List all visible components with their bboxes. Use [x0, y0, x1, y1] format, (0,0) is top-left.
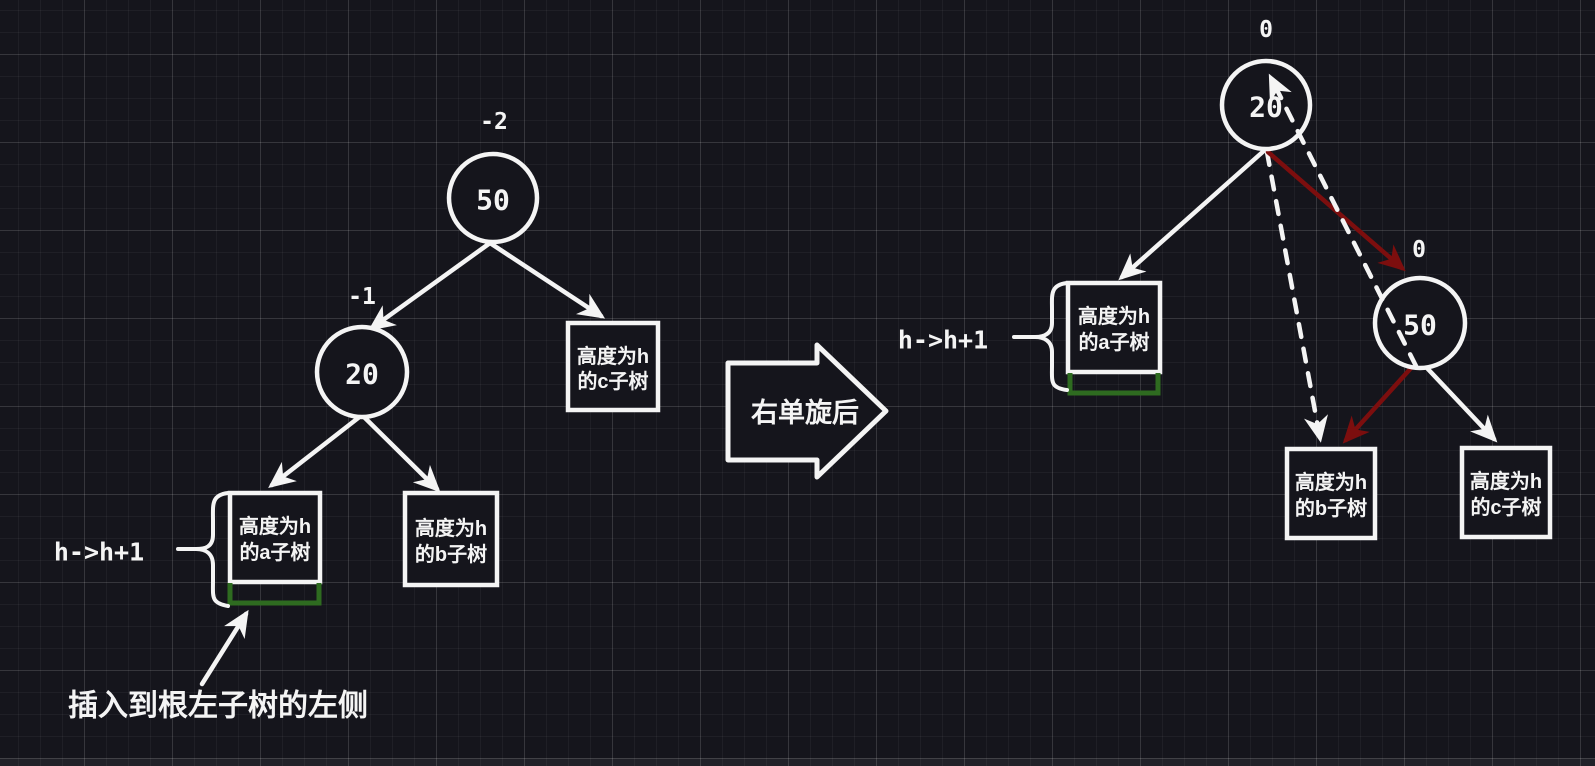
right-tree: 20 50 0 0 高度为h 的a子树 高度为h 的b子树 高度为h 的c子树 …: [898, 17, 1553, 541]
transform-arrow-label: 右单旋后: [751, 398, 859, 428]
subtree-c-after-line2: 的c子树: [1470, 495, 1541, 519]
node-circle-20: [314, 324, 410, 420]
edge-50-to-c-after: [1423, 364, 1498, 443]
subtree-a-text-line1: 高度为h: [239, 514, 311, 538]
subtree-b-after-line2: 的b子树: [1295, 496, 1367, 520]
subtree-box-c: [565, 320, 661, 413]
subtree-b-text-line1: 高度为h: [415, 516, 487, 540]
node-value-20-after: 20: [1249, 91, 1283, 124]
node-circle-50: [446, 151, 540, 245]
subtree-box-b: [402, 490, 500, 588]
subtree-box-a: [227, 490, 323, 585]
subtree-a-after-line1: 高度为h: [1078, 304, 1150, 328]
height-growth-highlight-after: [1067, 373, 1161, 396]
height-change-label-after: h->h+1: [898, 326, 988, 355]
insert-annotation-arrow: [199, 609, 249, 687]
balance-factor-root-after: 0: [1259, 17, 1273, 43]
subtree-box-a-after: [1065, 280, 1163, 375]
balance-factor-child-after: 0: [1412, 237, 1426, 263]
subtree-b-after-line1: 高度为h: [1295, 470, 1367, 494]
subtree-box-c-after: [1459, 445, 1553, 540]
balance-factor-root: -2: [480, 109, 508, 135]
insert-annotation-text: 插入到根左子树的左侧: [68, 690, 368, 723]
node-value-50: 50: [476, 184, 510, 217]
bottom-edge-strip: [0, 758, 1595, 766]
height-brace: [176, 491, 230, 608]
subtree-c-text-line2: 的c子树: [577, 369, 648, 393]
subtree-a-after-line2: 的a子树: [1078, 330, 1149, 354]
edge-20-to-a: [268, 412, 365, 488]
edge-50-to-c: [487, 240, 606, 319]
transform-arrow: 右单旋后: [725, 342, 889, 480]
edge-20-to-a-after: [1118, 146, 1269, 281]
node-value-50-after: 50: [1403, 309, 1437, 342]
edge-50-to-20: [368, 240, 493, 331]
edge-old-20-to-b: [1264, 149, 1328, 443]
right-block-arrow-shape: [725, 342, 889, 480]
edge-old-50-to-20: [1268, 73, 1419, 369]
height-change-label: h->h+1: [54, 538, 144, 567]
subtree-c-text-line1: 高度为h: [577, 344, 649, 368]
subtree-box-b-after: [1284, 446, 1378, 541]
subtree-a-text-line2: 的a子树: [239, 540, 310, 564]
height-brace-after: [1012, 281, 1069, 392]
height-growth-highlight: [227, 583, 322, 606]
node-circle-50-after: [1372, 275, 1468, 371]
edge-new-50-to-b: [1342, 364, 1415, 444]
subtree-c-after-line1: 高度为h: [1470, 469, 1542, 493]
edge-20-to-b: [359, 412, 441, 493]
balance-factor-child: -1: [348, 284, 376, 310]
subtree-b-text-line2: 的b子树: [415, 542, 487, 566]
left-tree: 50 20 -2 -1 高度为h 的c子树 高度为h 的a子树 高度为h 的b子…: [54, 109, 661, 723]
node-value-20: 20: [345, 358, 379, 391]
